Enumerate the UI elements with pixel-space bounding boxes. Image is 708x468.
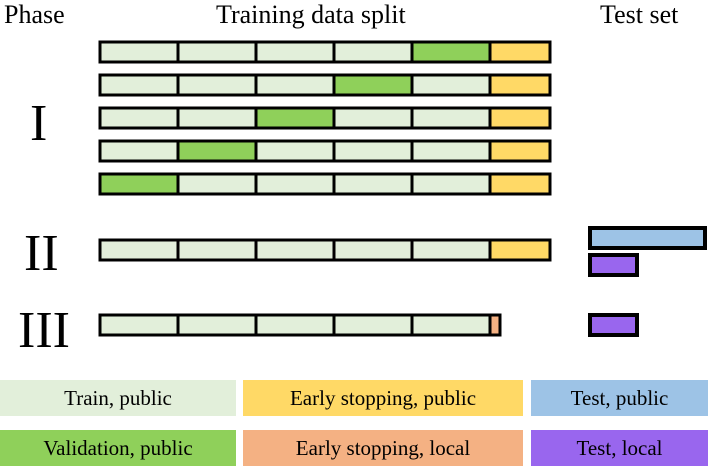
phase1-fold1-segment-train-public	[98, 40, 180, 64]
phase1-fold1-segment-train-public	[176, 40, 258, 64]
phase1-fold5-segment-train-public	[254, 172, 336, 196]
phase2-row-segment-train-public	[410, 238, 492, 262]
phase2-test-local	[588, 253, 639, 277]
phase1-fold4-segment-train-public	[410, 139, 492, 163]
phase1-fold3-segment-train-public	[332, 106, 414, 130]
phase2-row-segment-train-public	[254, 238, 336, 262]
phase1-fold2-segment-early-stopping-public	[488, 73, 552, 97]
phase2-row-segment-train-public	[332, 238, 414, 262]
phase1-fold5-segment-validation-public	[98, 172, 180, 196]
phase3-row-segment-train-public	[98, 313, 180, 337]
phase1-fold2-segment-train-public	[410, 73, 492, 97]
legend-validation-public: Validation, public	[0, 430, 236, 466]
phase1-fold3-segment-validation-public	[254, 106, 336, 130]
phase1-fold4-segment-train-public	[254, 139, 336, 163]
phase1-fold3-segment-train-public	[410, 106, 492, 130]
phase3-test-local	[588, 313, 639, 337]
phase1-fold4-segment-validation-public	[176, 139, 258, 163]
phase1-fold1-segment-train-public	[254, 40, 336, 64]
legend-test-local: Test, local	[531, 430, 708, 466]
legend-train-public: Train, public	[0, 380, 236, 416]
phase1-fold5-segment-train-public	[410, 172, 492, 196]
legend-early-stopping-local: Early stopping, local	[243, 430, 523, 466]
phase1-fold5-segment-train-public	[332, 172, 414, 196]
phase-header: Phase	[4, 0, 65, 29]
phase3-row-segment-train-public	[176, 313, 258, 337]
phase1-fold2-segment-validation-public	[332, 73, 414, 97]
phase1-fold4-segment-early-stopping-public	[488, 139, 552, 163]
phase2-row-segment-train-public	[176, 238, 258, 262]
phase1-fold1-segment-train-public	[332, 40, 414, 64]
phase1-fold3-segment-early-stopping-public	[488, 106, 552, 130]
phase-label-1: I	[30, 95, 48, 152]
legend: Train, public Early stopping, public Tes…	[0, 380, 708, 468]
phase1-fold5-segment-train-public	[176, 172, 258, 196]
phase2-test-public	[588, 226, 707, 250]
phase1-fold2-segment-train-public	[254, 73, 336, 97]
split-diagram	[98, 40, 707, 337]
phase2-row-segment-train-public	[98, 238, 180, 262]
phase1-fold4-segment-train-public	[98, 139, 180, 163]
test-set-header: Test set	[600, 0, 679, 29]
phase1-fold5-segment-early-stopping-public	[488, 172, 552, 196]
phase-label-2: II	[24, 225, 59, 282]
phase1-fold1-segment-validation-public	[410, 40, 492, 64]
phase3-row-segment-train-public	[254, 313, 336, 337]
phase1-fold3-segment-train-public	[98, 106, 180, 130]
phase2-row-segment-early-stopping-public	[488, 238, 552, 262]
phase1-fold4-segment-train-public	[332, 139, 414, 163]
phase-label-3: III	[18, 302, 70, 359]
phase1-fold2-segment-train-public	[98, 73, 180, 97]
phase1-fold1-segment-early-stopping-public	[488, 40, 552, 64]
phase3-row-segment-train-public	[332, 313, 414, 337]
phase3-row-segment-early-stopping-local	[488, 313, 502, 337]
phase3-row-segment-train-public	[410, 313, 492, 337]
legend-test-public: Test, public	[531, 380, 708, 416]
phase1-fold3-segment-train-public	[176, 106, 258, 130]
phase1-fold2-segment-train-public	[176, 73, 258, 97]
training-split-header: Training data split	[216, 0, 406, 29]
legend-early-stopping-public: Early stopping, public	[243, 380, 523, 416]
